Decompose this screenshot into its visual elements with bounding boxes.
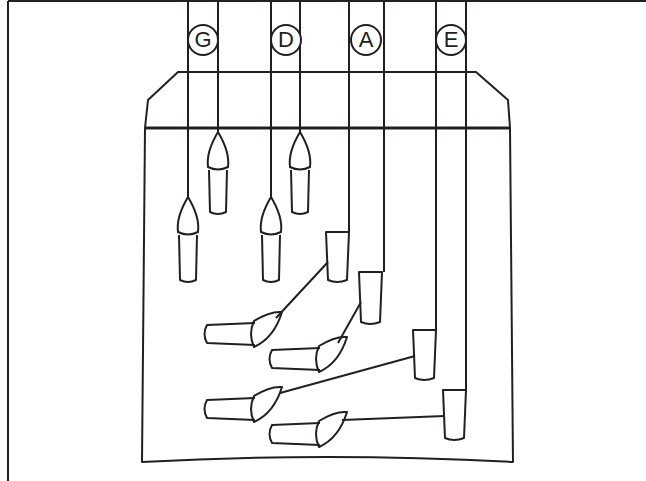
frame-line — [8, 0, 646, 2]
string-circle: A — [350, 24, 382, 56]
string-name: E — [444, 29, 459, 51]
string-circle: G — [187, 24, 219, 56]
string-circle: E — [435, 24, 467, 56]
string-name: D — [278, 29, 294, 51]
string-name: G — [194, 29, 211, 51]
nut-line — [145, 127, 510, 130]
peghead-body — [142, 128, 513, 462]
string-name: A — [359, 29, 374, 51]
string-circle: D — [270, 24, 302, 56]
tuning-pegs — [178, 132, 466, 447]
frame-line — [7, 1, 9, 481]
peghead-top — [145, 72, 510, 128]
strings — [188, 1, 466, 420]
